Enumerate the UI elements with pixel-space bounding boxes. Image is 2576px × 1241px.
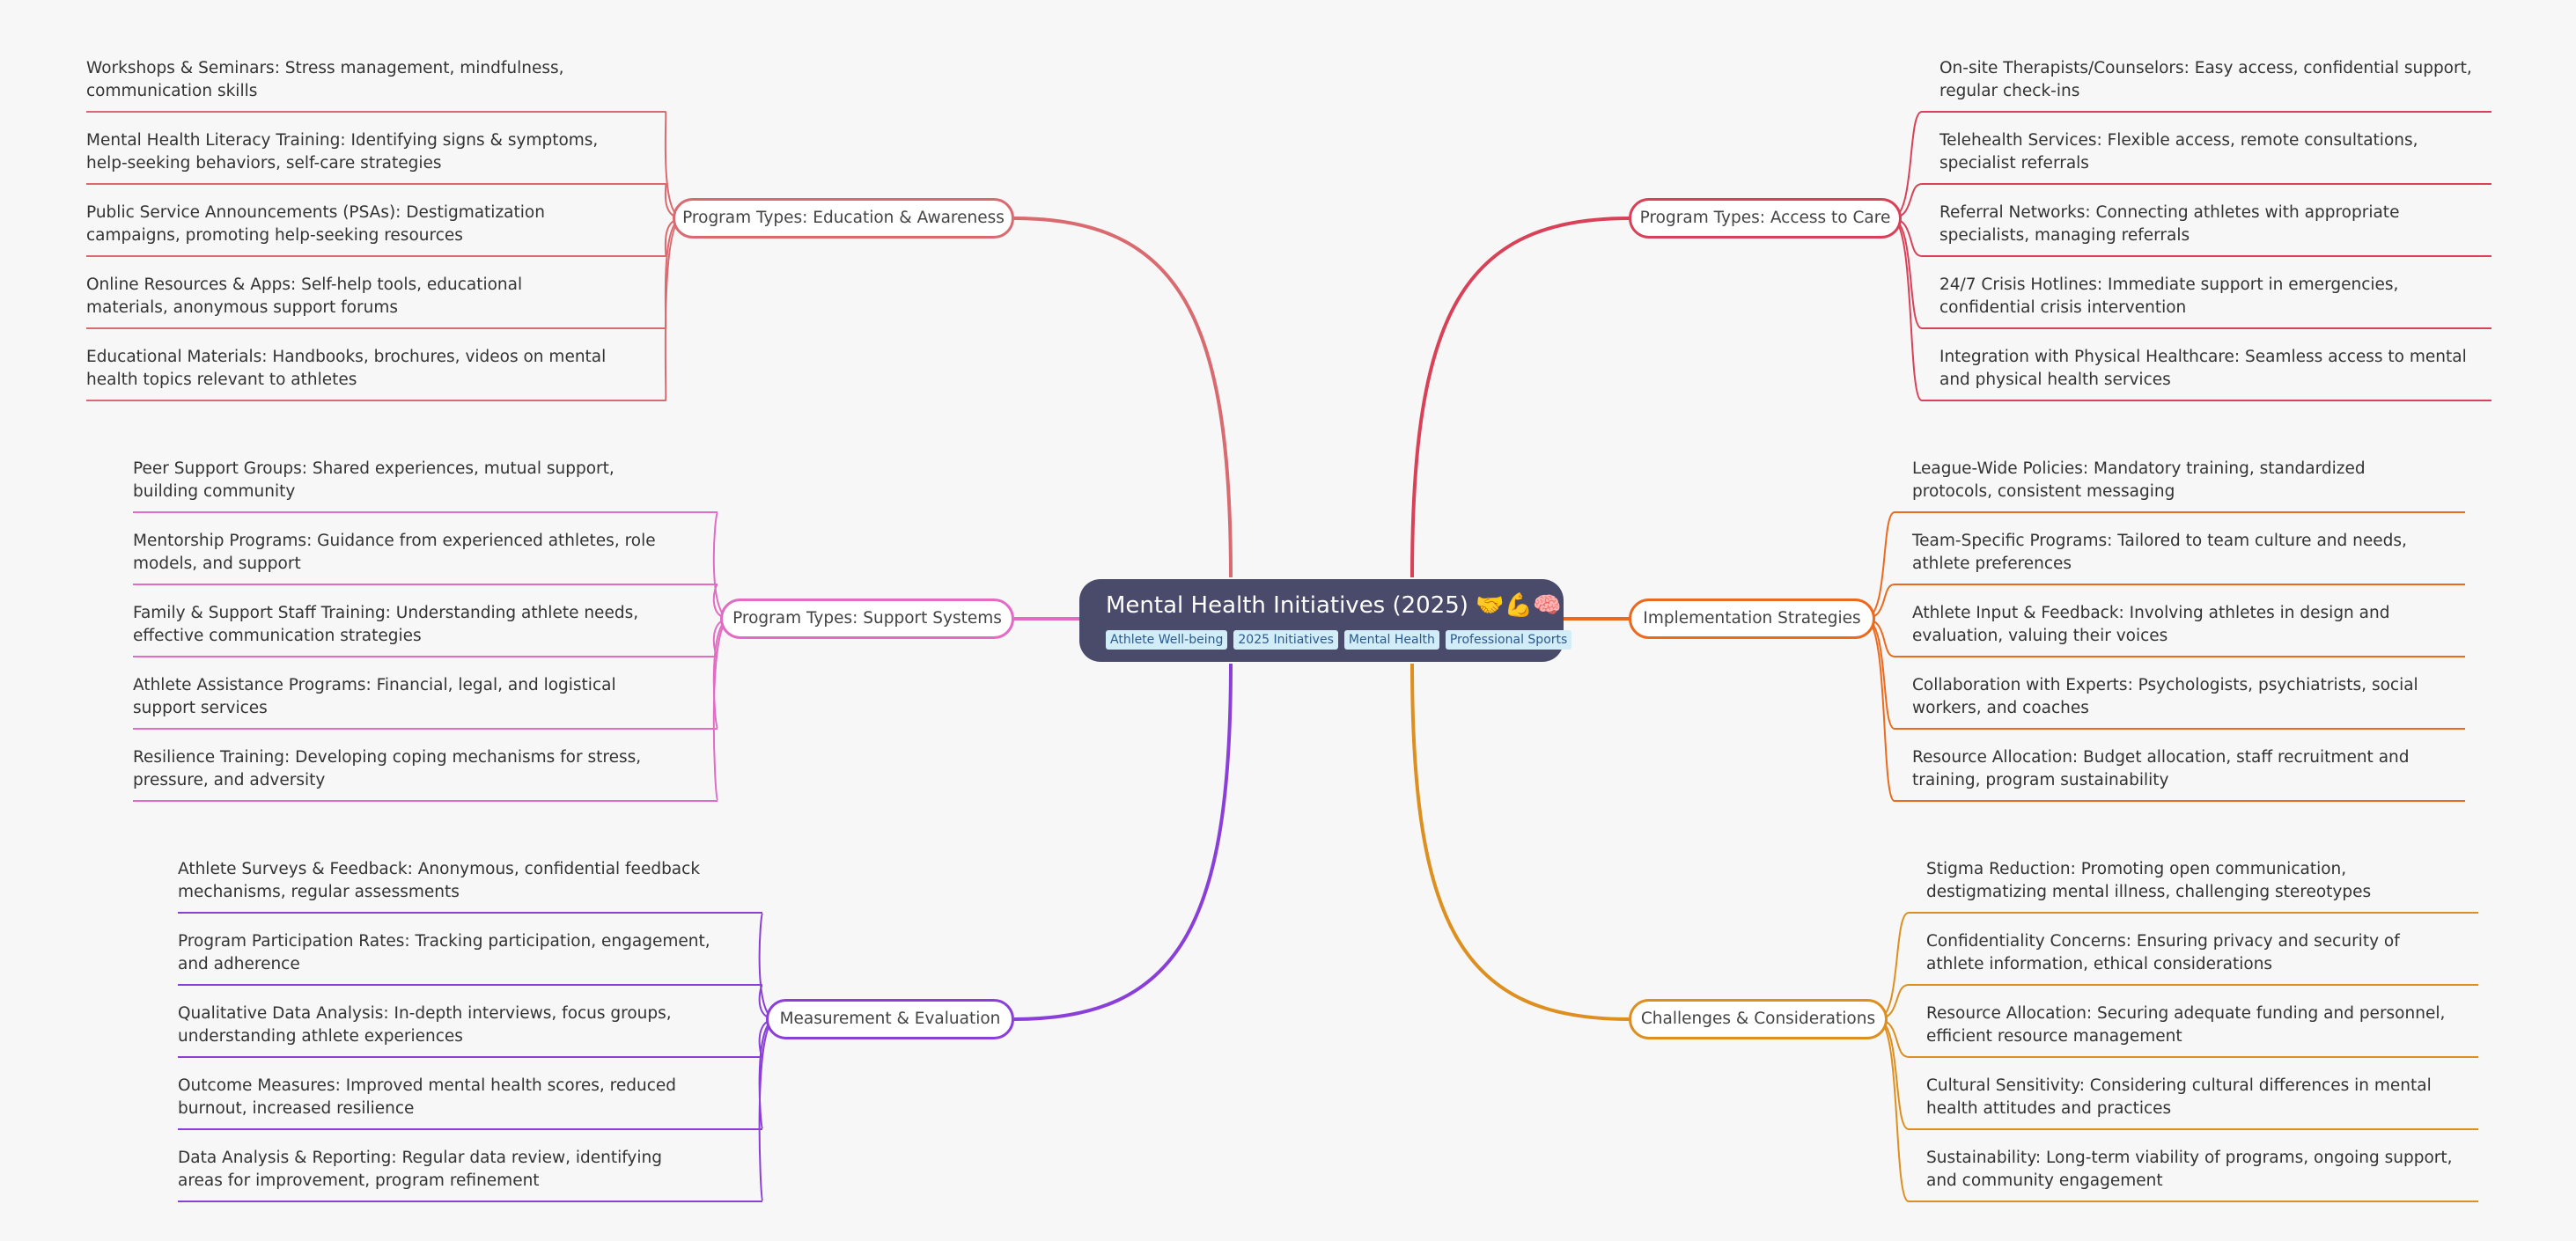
trunk-connector [1013,663,1233,1021]
leaf-participation-rates: Program Participation Rates: Tracking pa… [178,932,710,973]
leaf-athlete-surveys: Athlete Surveys & Feedback: Anonymous, c… [178,860,701,901]
branch-access-to-care[interactable]: Program Types: Access to Care [1629,198,1902,239]
leaf-cultural-sensitivity: Cultural Sensitivity: Considering cultur… [1926,1076,2432,1118]
leaf-outcome-measures: Outcome Measures: Improved mental health… [178,1076,677,1118]
tag-mental-health: Mental Health [1343,630,1439,650]
branch-education-awareness[interactable]: Program Types: Education & Awareness [673,198,1014,239]
leaf-stigma-reduction: Stigma Reduction: Promoting open communi… [1926,860,2372,901]
leaf-crisis-hotlines: 24/7 Crisis Hotlines: Immediate support … [1939,275,2399,317]
leaf-resilience-training: Resilience Training: Developing coping m… [133,748,642,789]
leaf-workshops-seminars: Workshops & Seminars: Stress management,… [86,59,564,100]
leaf-onsite-therapists: On-site Therapists/Counselors: Easy acce… [1939,59,2472,100]
leaf-referral-networks: Referral Networks: Connecting athletes w… [1939,203,2400,245]
central-topic-title: Mental Health Initiatives (2025) 🤝💪🧠 [1106,592,1562,619]
central-topic[interactable]: Mental Health Initiatives (2025) 🤝💪🧠 Ath… [1079,579,1572,662]
leaf-resource-allocation-budget: Resource Allocation: Budget allocation, … [1912,748,2410,789]
leaf-mental-health-literacy: Mental Health Literacy Training: Identif… [86,131,599,173]
leaf-educational-materials: Educational Materials: Handbooks, brochu… [86,348,607,389]
leaf-collaboration-experts: Collaboration with Experts: Psychologist… [1912,676,2418,717]
branch-implementation-strategies[interactable]: Implementation Strategies [1629,598,1875,639]
leaf-family-support-staff: Family & Support Staff Training: Underst… [133,604,639,645]
leaf-resource-allocation-funding: Resource Allocation: Securing adequate f… [1926,1004,2446,1046]
leaf-mentorship: Mentorship Programs: Guidance from exper… [133,532,656,573]
branch-support-systems[interactable]: Program Types: Support Systems [720,598,1014,639]
leaf-team-specific-programs: Team-Specific Programs: Tailored to team… [1912,532,2407,573]
branch-measurement-evaluation[interactable]: Measurement & Evaluation [766,999,1014,1039]
tag-athlete-well-being: Athlete Well-being [1106,630,1228,650]
leaf-confidentiality-concerns: Confidentiality Concerns: Ensuring priva… [1926,932,2400,973]
tag-professional-sports: Professional Sports [1445,630,1572,650]
leaf-qualitative-analysis: Qualitative Data Analysis: In-depth inte… [178,1004,672,1046]
leaf-online-resources: Online Resources & Apps: Self-help tools… [86,275,523,317]
trunk-connector [1013,217,1233,578]
leaf-telehealth: Telehealth Services: Flexible access, re… [1939,131,2418,173]
branch-challenges-considerations[interactable]: Challenges & Considerations [1629,999,1888,1039]
leaf-league-wide-policies: League-Wide Policies: Mandatory training… [1912,459,2366,501]
leaf-sustainability: Sustainability: Long-term viability of p… [1926,1149,2453,1190]
leaf-athlete-assistance: Athlete Assistance Programs: Financial, … [133,676,616,717]
leaf-peer-support: Peer Support Groups: Shared experiences,… [133,459,615,501]
leaf-physical-healthcare-integration: Integration with Physical Healthcare: Se… [1939,348,2467,389]
tag-2025-initiatives: 2025 Initiatives [1233,630,1338,650]
leaf-data-analysis-reporting: Data Analysis & Reporting: Regular data … [178,1149,662,1190]
trunk-connector [1410,217,1630,578]
leaf-athlete-input-feedback: Athlete Input & Feedback: Involving athl… [1912,604,2390,645]
trunk-connector [1410,663,1630,1021]
leaf-psas: Public Service Announcements (PSAs): Des… [86,203,545,245]
